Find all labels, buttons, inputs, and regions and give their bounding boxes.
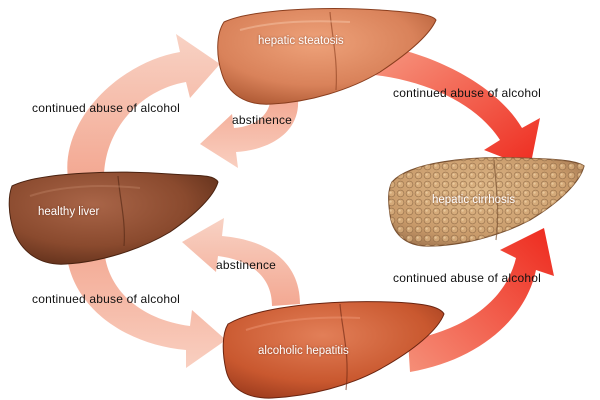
- label-hepatitis-to-cirrhosis: continued abuse of alcohol: [393, 271, 541, 285]
- label-hepatic-steatosis: hepatic steatosis: [258, 35, 344, 47]
- steatosis-liver-illustration: [217, 8, 437, 105]
- arrow-steatosis-to-healthy: [200, 96, 299, 168]
- label-healthy-to-hepatitis: continued abuse of alcohol: [32, 292, 180, 306]
- label-hepatitis-to-healthy: abstinence: [216, 258, 277, 272]
- label-hepatic-cirrhosis: hepatic cirrhosis: [432, 194, 516, 206]
- label-steatosis-to-healthy: abstinence: [232, 113, 293, 127]
- label-alcoholic-hepatitis: alcoholic hepatitis: [258, 345, 349, 357]
- arrow-steatosis-to-cirrhosis: [362, 42, 540, 168]
- arrow-hepatitis-to-healthy: [182, 218, 300, 306]
- label-healthy-liver: healthy liver: [38, 206, 100, 218]
- cirrhosis-liver-illustration: [388, 157, 585, 247]
- arrow-healthy-to-steatosis: [67, 34, 220, 178]
- healthy-liver-illustration: [8, 171, 219, 265]
- label-steatosis-to-cirrhosis: continued abuse of alcohol: [393, 86, 541, 100]
- arrow-hepatitis-to-cirrhosis: [408, 228, 554, 372]
- hepatitis-liver-illustration: [222, 301, 445, 399]
- arrow-healthy-to-hepatitis: [66, 244, 226, 368]
- label-healthy-to-steatosis: continued abuse of alcohol: [32, 101, 180, 115]
